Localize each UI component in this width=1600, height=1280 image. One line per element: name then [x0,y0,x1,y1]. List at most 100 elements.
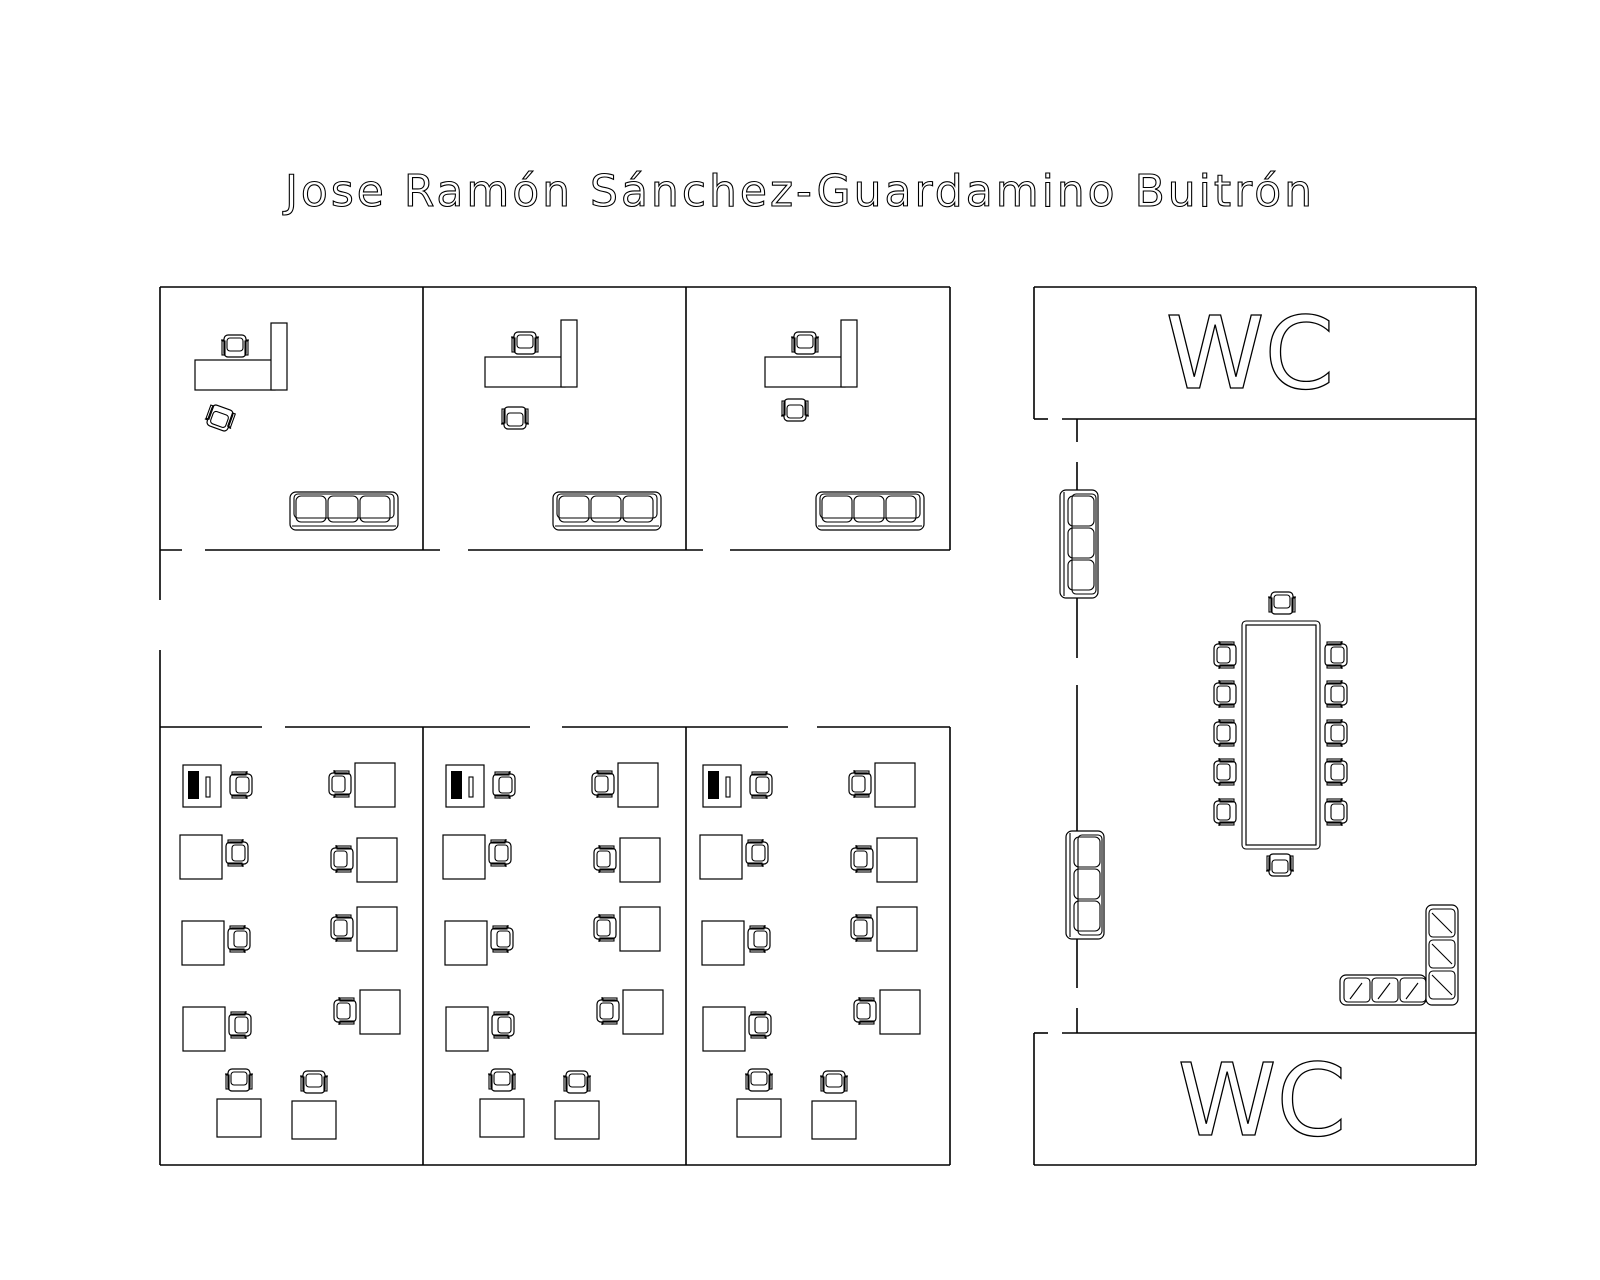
chair [848,770,872,798]
sofa [1059,489,1099,599]
desk [619,837,661,883]
desk-return [270,322,288,391]
walls [159,286,1477,1166]
chair [491,1011,515,1039]
wc-top-label: WC [1166,295,1335,412]
chair [492,771,516,799]
desk [181,920,225,966]
sofa [815,491,925,531]
chair [225,839,249,867]
desk [359,989,401,1035]
chair [1324,641,1348,669]
computer-tower [451,771,462,799]
desk [876,906,918,952]
chair [853,997,877,1025]
chair [1266,853,1294,877]
chair [1324,680,1348,708]
chair [227,925,251,953]
chair [204,404,236,432]
chair [228,1011,252,1039]
computer-tower [188,771,199,799]
desk-return [840,319,858,388]
desk [179,834,223,880]
chair [488,839,512,867]
chair [850,845,874,873]
chair [748,1011,772,1039]
chair [747,925,771,953]
chair [1324,798,1348,826]
wc-bottom-label: WC [1178,1042,1347,1159]
chair [820,1070,848,1094]
furniture [179,319,1459,1140]
desk [216,1098,262,1138]
desk [876,837,918,883]
chair [593,845,617,873]
chair [1213,680,1237,708]
chair [333,997,357,1025]
executive-desk [484,356,566,388]
chair [488,1068,516,1092]
desk [879,989,921,1035]
desk [811,1100,857,1140]
chair [1268,591,1296,615]
desk [445,1006,489,1052]
chair [221,334,249,358]
desk [479,1098,525,1138]
chair [229,771,253,799]
desk [442,834,486,880]
chair [1213,798,1237,826]
desk [736,1098,782,1138]
chair [1213,641,1237,669]
chair [593,914,617,942]
executive-desk [194,359,276,391]
desk [701,920,745,966]
chair [745,1068,773,1092]
chair [501,406,529,430]
desk [554,1100,600,1140]
desk [702,1006,746,1052]
computer-tower [708,771,719,799]
chair [1213,719,1237,747]
plan-title: Jose Ramón Sánchez-Guardamino Buitrón [282,166,1315,217]
chair [1324,758,1348,786]
keyboard [205,776,211,798]
chair [490,925,514,953]
chair [749,771,773,799]
chair [330,914,354,942]
meeting-table-edge [1241,620,1321,850]
desk [444,920,488,966]
desk [291,1100,337,1140]
desk [356,837,398,883]
chair [225,1068,253,1092]
sofa [289,491,399,531]
chair [850,914,874,942]
desk [617,762,659,808]
chair [791,331,819,355]
desk [622,989,664,1035]
desk [874,762,916,808]
chair [596,997,620,1025]
sofa [552,491,662,531]
desk-return [560,319,578,388]
meeting-table [1245,624,1317,846]
chair [781,398,809,422]
executive-desk [764,356,846,388]
keyboard [468,776,474,798]
desk [182,1006,226,1052]
chair [1324,719,1348,747]
desk [699,834,743,880]
corner-sofa [1339,904,1459,1006]
desk [354,762,396,808]
chair [328,770,352,798]
chair [1213,758,1237,786]
chair [563,1070,591,1094]
chair [300,1070,328,1094]
chair [745,839,769,867]
keyboard [725,776,731,798]
chair [511,331,539,355]
sofa [1065,830,1105,940]
desk [619,906,661,952]
chair [330,845,354,873]
desk [356,906,398,952]
